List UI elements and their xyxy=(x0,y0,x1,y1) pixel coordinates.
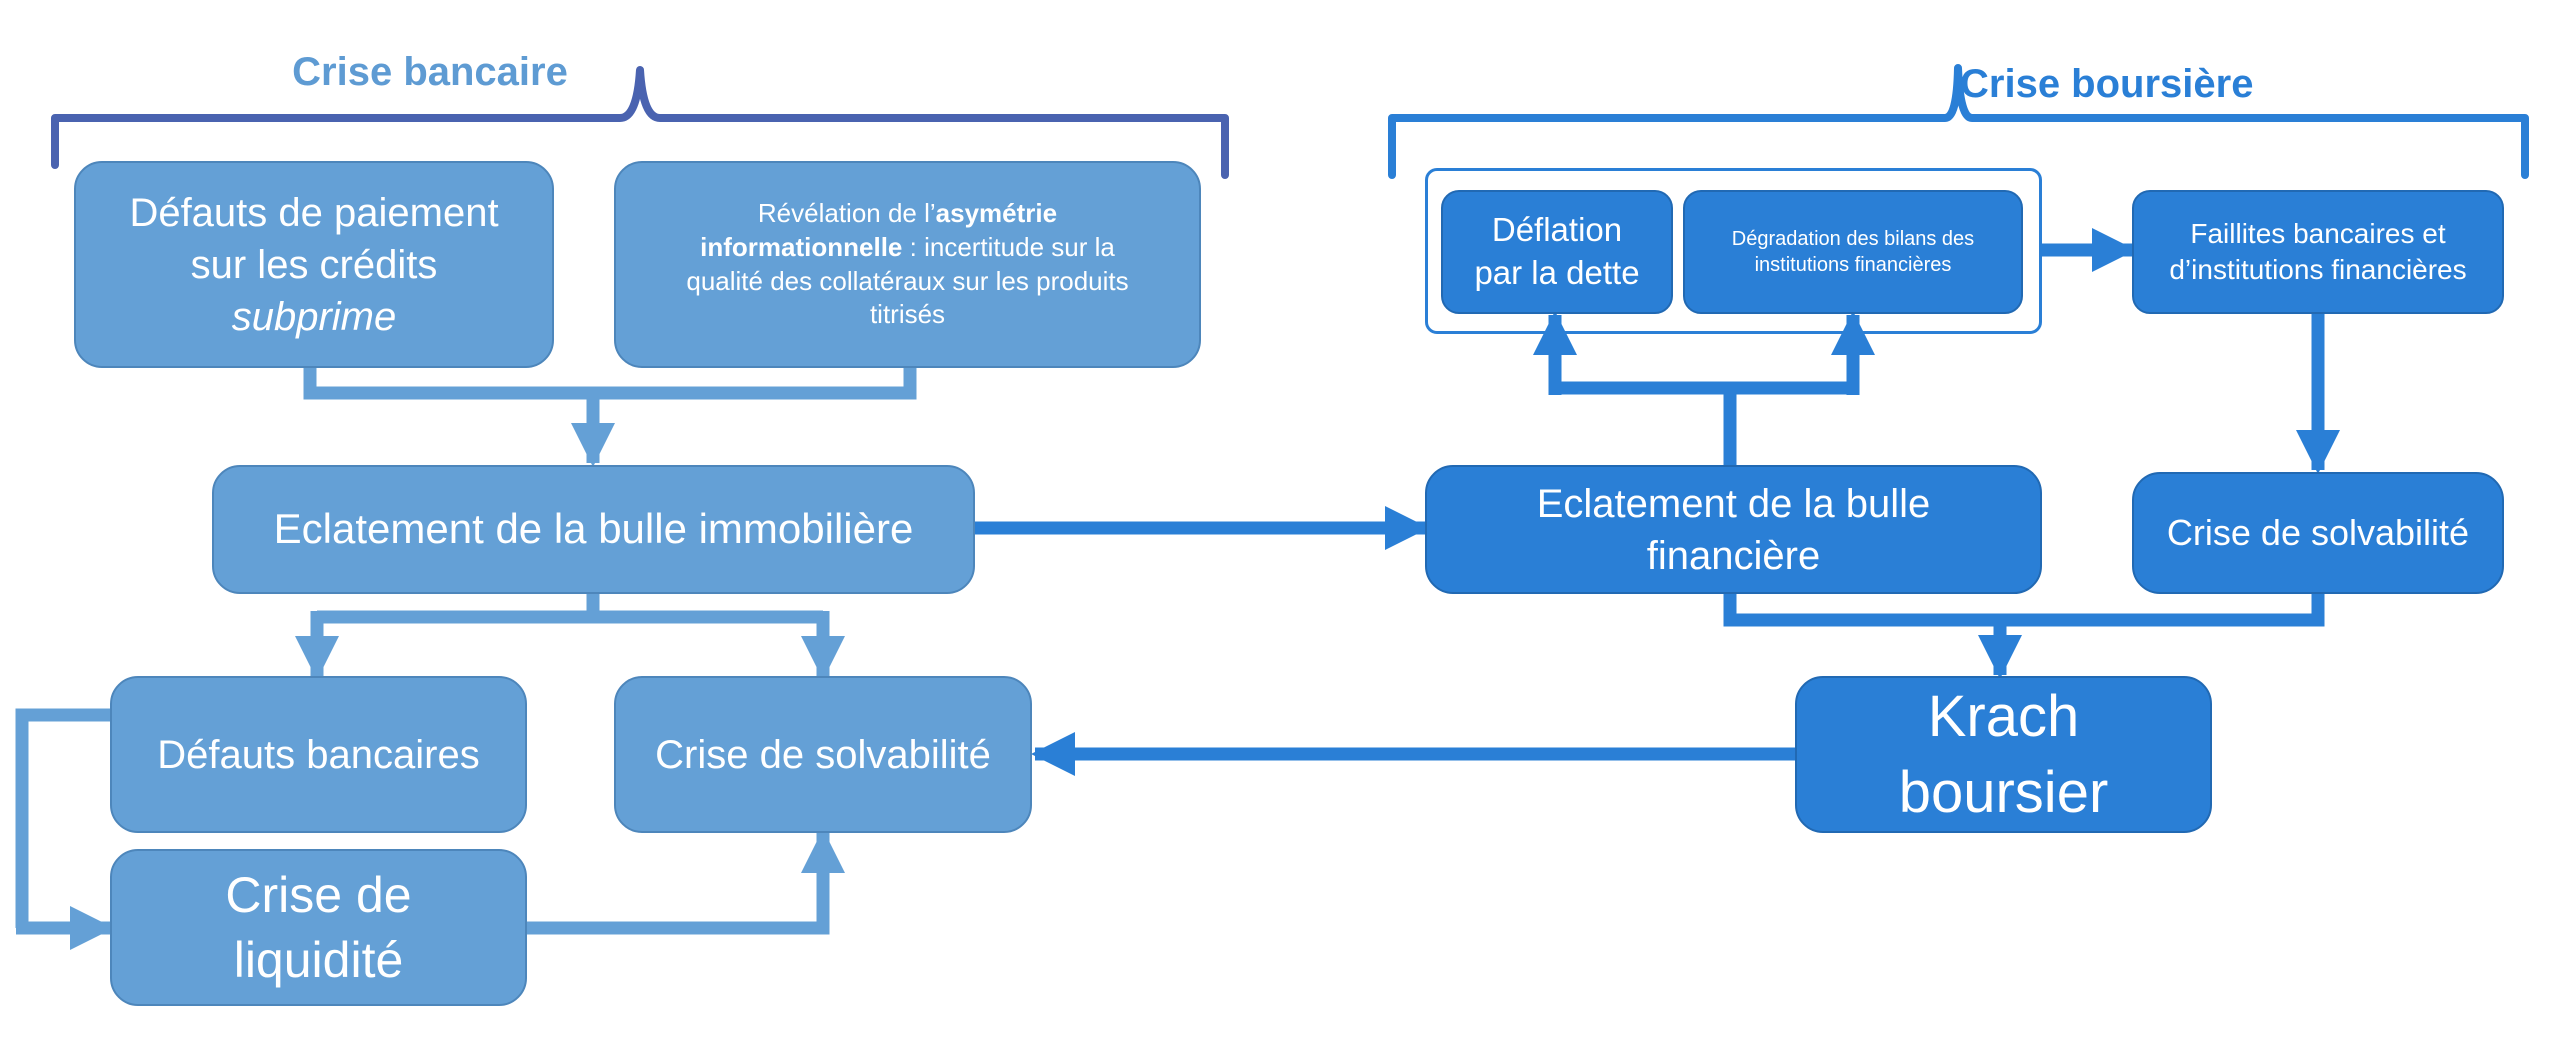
node-krach-boursier: Krach boursier xyxy=(1795,676,2212,833)
connector-to-krach xyxy=(1723,594,2325,640)
connector-defauts-to-liquidite xyxy=(15,708,110,928)
heading-crise-bancaire: Crise bancaire xyxy=(292,50,568,94)
node-defauts-paiement: Défauts de paiement sur les crédits subp… xyxy=(74,161,554,368)
node-bulle-immobiliere: Eclatement de la bulle immobilière xyxy=(212,465,975,594)
connector-top-merge xyxy=(303,368,917,430)
node-asymetrie: Révélation de l’asymétrie informationnel… xyxy=(614,161,1201,368)
connector-immo-split xyxy=(317,594,823,624)
node-asymetrie-bold1: asymétrie xyxy=(935,197,1058,228)
node-crise-solvabilite-right: Crise de solvabilité xyxy=(2132,472,2504,594)
node-deflation: Déflation par la dette xyxy=(1441,190,1673,314)
node-crise-solvabilite-left: Crise de solvabilité xyxy=(614,676,1032,833)
node-bulle-financiere: Eclatement de la bulle financière xyxy=(1425,465,2042,594)
node-defauts-paiement-line3: subprime xyxy=(231,294,397,339)
node-defauts-bancaires: Défauts bancaires xyxy=(110,676,527,833)
node-defauts-paiement-line1: Défauts de paiement xyxy=(129,190,499,235)
bourse-brace xyxy=(1388,64,2529,179)
bank-brace xyxy=(51,66,1229,179)
connector-fin-up xyxy=(1555,381,1853,465)
node-faillites: Faillites bancaires et d’institutions fi… xyxy=(2132,190,2504,314)
node-degradation-line1: Dégradation des bilans des xyxy=(1731,228,1975,250)
group-deflation-degradation xyxy=(1425,168,2042,334)
heading-crise-bousiere: Crise boursière xyxy=(1960,62,2254,106)
node-deflation-line2: par la dette xyxy=(1474,254,1640,291)
node-asymetrie-post: : incertitude sur la qualité des collaté… xyxy=(686,231,1129,330)
node-defauts-paiement-line2: sur les crédits xyxy=(190,242,438,287)
node-faillites-line1: Faillites bancaires et xyxy=(2190,217,2446,249)
node-degradation: Dégradation des bilans des institutions … xyxy=(1683,190,2023,314)
node-asymetrie-bold2: informationnelle xyxy=(700,231,903,262)
node-degradation-line2: institutions financières xyxy=(1754,254,1952,276)
connector-liquidite-to-solv xyxy=(527,880,830,935)
node-deflation-line1: Déflation xyxy=(1491,211,1623,249)
node-crise-liquidite: Crise de liquidité xyxy=(110,849,527,1006)
node-faillites-line2: d’institutions financières xyxy=(2169,254,2467,285)
node-asymetrie-pre: Révélation de l’ xyxy=(757,197,936,228)
